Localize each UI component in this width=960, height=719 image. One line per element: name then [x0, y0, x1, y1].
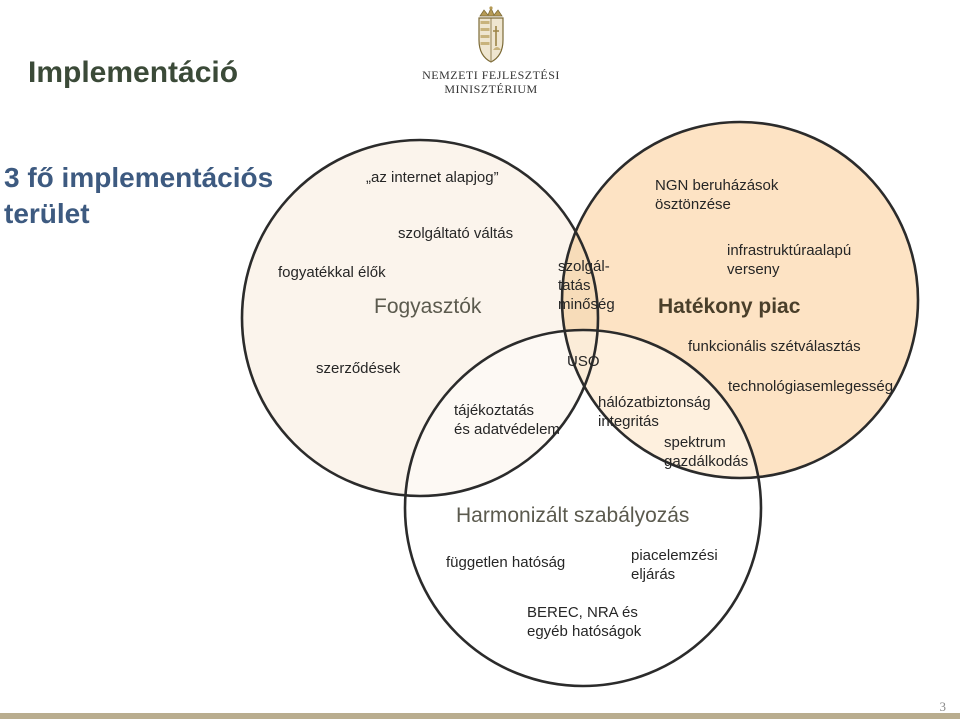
market-heading: Hatékony piac	[658, 295, 801, 318]
ngn-line-1: NGN beruházások	[655, 177, 779, 194]
market-item-functional: funkcionális szétválasztás	[688, 338, 861, 355]
page-number: 3	[939, 699, 947, 714]
market-circle	[562, 122, 918, 478]
consumer-item-disabled: fogyatékkal élők	[278, 264, 386, 281]
coat-of-arms-icon	[478, 6, 504, 63]
subtitle-line-1: 3 fő implementációs	[4, 162, 274, 193]
market-analysis-line-2: eljárás	[631, 566, 676, 583]
info-line-2: és adatvédelem	[454, 421, 560, 438]
consumer-item-internet: „az internet alapjog”	[366, 169, 499, 186]
consumers-circle	[242, 140, 598, 496]
overlap-uso: USO	[567, 353, 600, 370]
consumer-item-contracts: szerződések	[316, 360, 401, 377]
footer-bar	[0, 713, 960, 719]
regulation-item-independent: független hatóság	[446, 554, 566, 571]
logo-line-2: MINISZTÉRIUM	[444, 82, 538, 96]
infra-line-1: infrastruktúraalapú	[727, 242, 852, 259]
overlap-spectrum: spektrum gazdálkodás	[664, 433, 748, 471]
berec-line-2: egyéb hatóságok	[527, 623, 642, 640]
regulation-heading: Harmonizált szabályozás	[456, 504, 690, 527]
consumers-heading: Fogyasztók	[374, 295, 482, 318]
consumer-item-switching: szolgáltató váltás	[398, 225, 514, 242]
market-analysis-line-1: piacelemzési	[631, 547, 718, 564]
regulation-item-berec: BEREC, NRA és egyéb hatóságok	[527, 603, 641, 641]
spectrum-line-1: spektrum	[664, 434, 726, 451]
logo-line-1: NEMZETI FEJLESZTÉSI	[422, 68, 560, 82]
subtitle-line-2: terület	[4, 198, 90, 229]
spectrum-line-2: gazdálkodás	[664, 453, 749, 470]
quality-line-3: minőség	[558, 296, 615, 313]
security-line-1: hálózatbiztonság	[598, 394, 711, 411]
ministry-logo: NEMZETI FEJLESZTÉSI MINISZTÉRIUM	[416, 6, 566, 96]
quality-line-1: szolgál-	[558, 258, 610, 275]
market-item-ngn: NGN beruházások ösztönzése	[655, 176, 778, 214]
ngn-line-2: ösztönzése	[655, 196, 731, 213]
slide-title: Implementáció	[28, 56, 239, 89]
info-line-1: tájékoztatás	[454, 402, 535, 419]
regulation-circle	[405, 330, 761, 686]
infra-line-2: verseny	[727, 261, 780, 278]
market-item-tech: technológiasemlegesség	[728, 378, 894, 395]
overlap-security: hálózatbiztonság integritás	[598, 393, 711, 431]
berec-line-1: BEREC, NRA és	[527, 604, 638, 621]
regulation-item-market-analysis: piacelemzési eljárás	[631, 546, 718, 584]
overlap-information: tájékoztatás és adatvédelem	[454, 401, 560, 439]
security-line-2: integritás	[598, 413, 659, 430]
quality-line-2: tatás	[558, 277, 591, 294]
overlap-service-quality: szolgál- tatás minőség	[558, 257, 615, 314]
slide-subtitle: 3 fő implementációs terület	[4, 160, 304, 232]
market-item-infra: infrastruktúraalapú verseny	[727, 241, 851, 279]
